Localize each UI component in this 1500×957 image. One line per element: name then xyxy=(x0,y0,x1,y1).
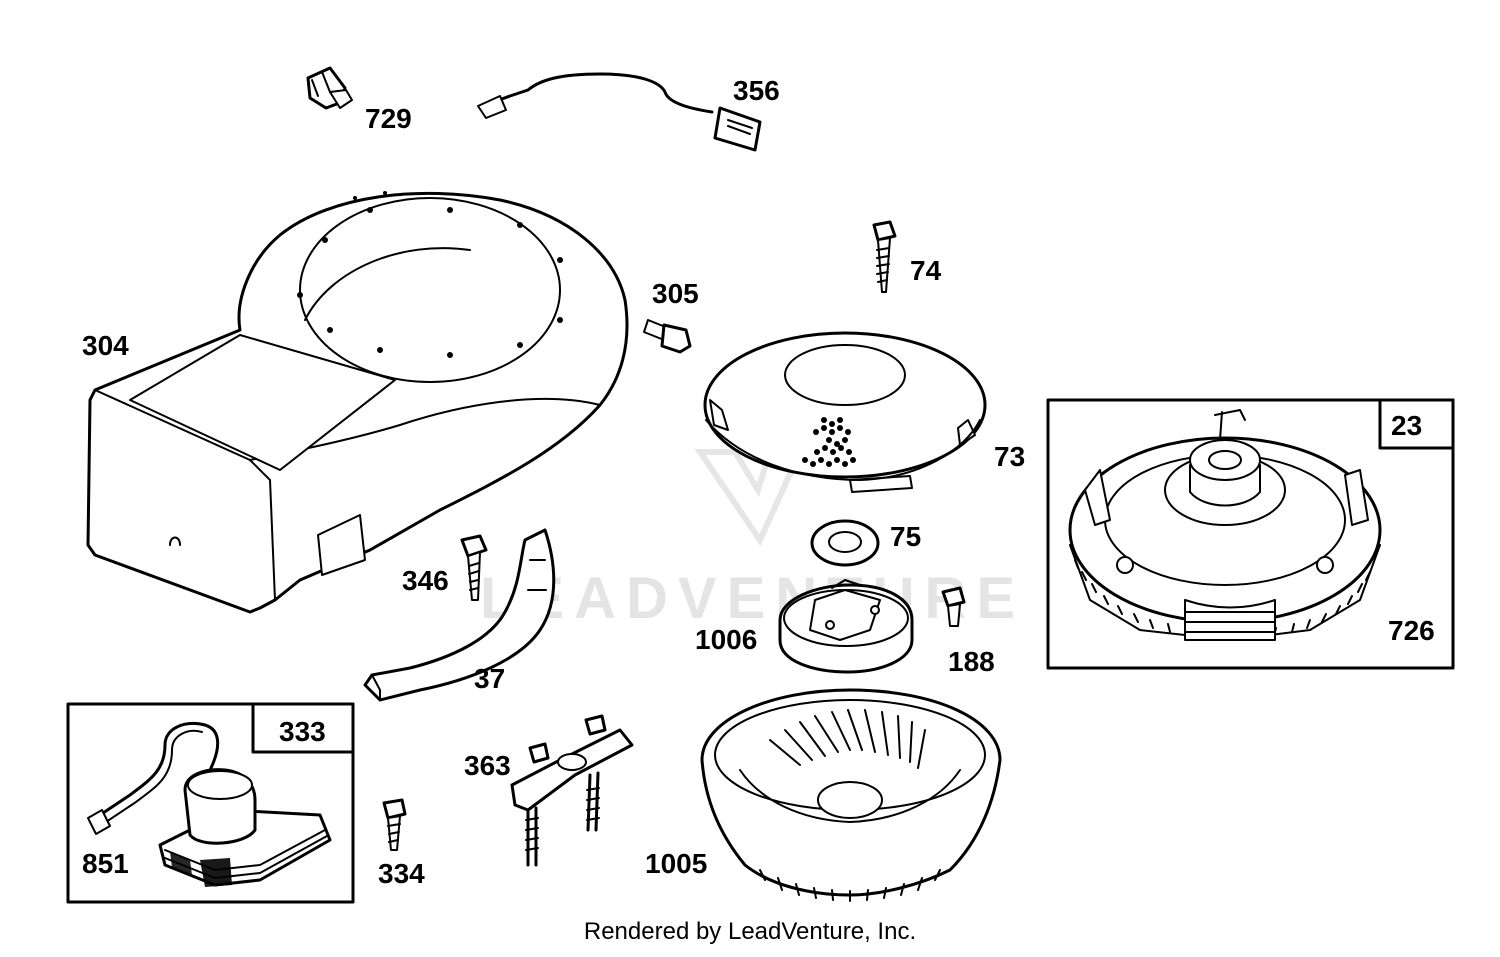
fan-blades xyxy=(769,709,926,769)
watermark: LEADVENTURE xyxy=(480,449,1025,631)
flywheel-label-box xyxy=(1378,398,1455,450)
callout-729[interactable]: 729 xyxy=(365,103,412,134)
callout-1005[interactable]: 1005 xyxy=(645,848,707,879)
callout-851[interactable]: 851 xyxy=(82,848,129,879)
armature-label-box xyxy=(251,702,355,754)
callout-74[interactable]: 74 xyxy=(910,255,942,286)
part-washer-75[interactable] xyxy=(810,519,880,567)
part-air-guide-37[interactable] xyxy=(363,528,556,702)
part-wire-lead-356[interactable] xyxy=(477,72,762,152)
part-grommet-729[interactable] xyxy=(306,66,353,110)
part-bolt-188[interactable] xyxy=(941,586,966,627)
part-starter-cup-1006[interactable] xyxy=(778,579,914,674)
callout-73[interactable]: 73 xyxy=(994,441,1025,472)
part-blower-housing-304[interactable] xyxy=(86,191,629,614)
callout-363[interactable]: 363 xyxy=(464,750,511,781)
part-armature-851[interactable] xyxy=(66,702,355,904)
callout-1006[interactable]: 1006 xyxy=(695,624,757,655)
callout-75[interactable]: 75 xyxy=(890,521,921,552)
callout-333[interactable]: 333 xyxy=(279,716,326,747)
callout-356[interactable]: 356 xyxy=(733,75,780,106)
callout-346[interactable]: 346 xyxy=(402,565,449,596)
part-bolt-74[interactable] xyxy=(872,220,897,293)
part-flywheel-726[interactable] xyxy=(1046,398,1455,670)
callout-labels: 729 356 304 305 74 73 75 23 726 346 37 1… xyxy=(82,75,1435,889)
callout-726[interactable]: 726 xyxy=(1388,615,1435,646)
part-screw-305[interactable] xyxy=(643,319,692,354)
footer-credit: Rendered by LeadVenture, Inc. xyxy=(583,918,917,945)
watermark-text: LEADVENTURE xyxy=(480,566,1025,631)
callout-304[interactable]: 304 xyxy=(82,330,129,361)
callout-188[interactable]: 188 xyxy=(948,646,995,677)
screen-perforations xyxy=(802,417,856,467)
part-screw-334[interactable] xyxy=(382,798,407,851)
callout-37[interactable]: 37 xyxy=(474,663,505,694)
fan-fins xyxy=(759,869,941,902)
part-fan-1005[interactable] xyxy=(700,688,1002,902)
part-bracket-363[interactable] xyxy=(510,714,634,867)
callout-334[interactable]: 334 xyxy=(378,858,425,889)
part-bolt-346[interactable] xyxy=(460,534,488,601)
housing-screw-holes xyxy=(297,191,563,358)
callout-23[interactable]: 23 xyxy=(1391,410,1422,441)
callout-305[interactable]: 305 xyxy=(652,278,699,309)
part-screen-73[interactable] xyxy=(703,331,987,493)
